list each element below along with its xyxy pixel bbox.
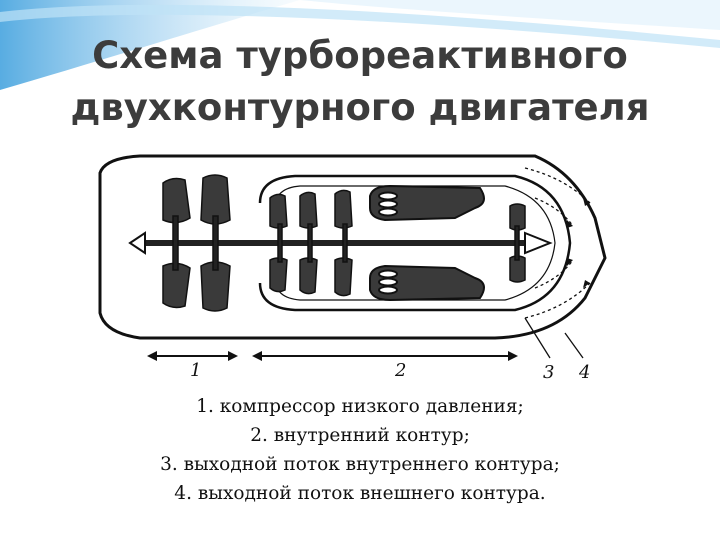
- legend-item-2: 2. внутренний контур;: [250, 425, 470, 446]
- flow-arrowheads: [567, 198, 590, 288]
- exhaust-cone: [524, 231, 553, 255]
- title-line-1: Схема турбореактивного: [92, 34, 628, 77]
- intake-cone: [128, 231, 146, 255]
- engine-diagram: 1 2 3 4: [98, 154, 607, 383]
- label-1: 1: [190, 360, 201, 381]
- legend-item-1: 1. компрессор низкого давления;: [196, 396, 524, 417]
- turbine: [509, 203, 526, 283]
- lp-compressor: [162, 174, 231, 312]
- legend-item-4: 4. выходной поток внешнего контура.: [174, 483, 546, 504]
- leader-lines: [524, 317, 584, 359]
- label-2: 2: [394, 360, 406, 381]
- page-title: Схема турбореактивного двухконтурного дв…: [0, 30, 720, 134]
- legend-item-3: 3. выходной поток внутреннего контура;: [160, 454, 560, 475]
- hp-compressor: [269, 189, 353, 297]
- label-4: 4: [578, 362, 590, 383]
- legend-caption: 1. компрессор низкого давления; 2. внутр…: [0, 392, 720, 508]
- label-3: 3: [543, 362, 554, 383]
- outer-nacelle: [98, 154, 607, 340]
- core-inner: [274, 185, 556, 301]
- flow-arrows: [524, 167, 591, 319]
- core-casing: [258, 174, 572, 312]
- combustion-chambers: [369, 184, 485, 302]
- shaft: [135, 240, 545, 246]
- dimension-arrows: [147, 351, 518, 361]
- decorative-swoosh: [0, 0, 720, 90]
- title-line-2: двухконтурного двигателя: [70, 86, 650, 129]
